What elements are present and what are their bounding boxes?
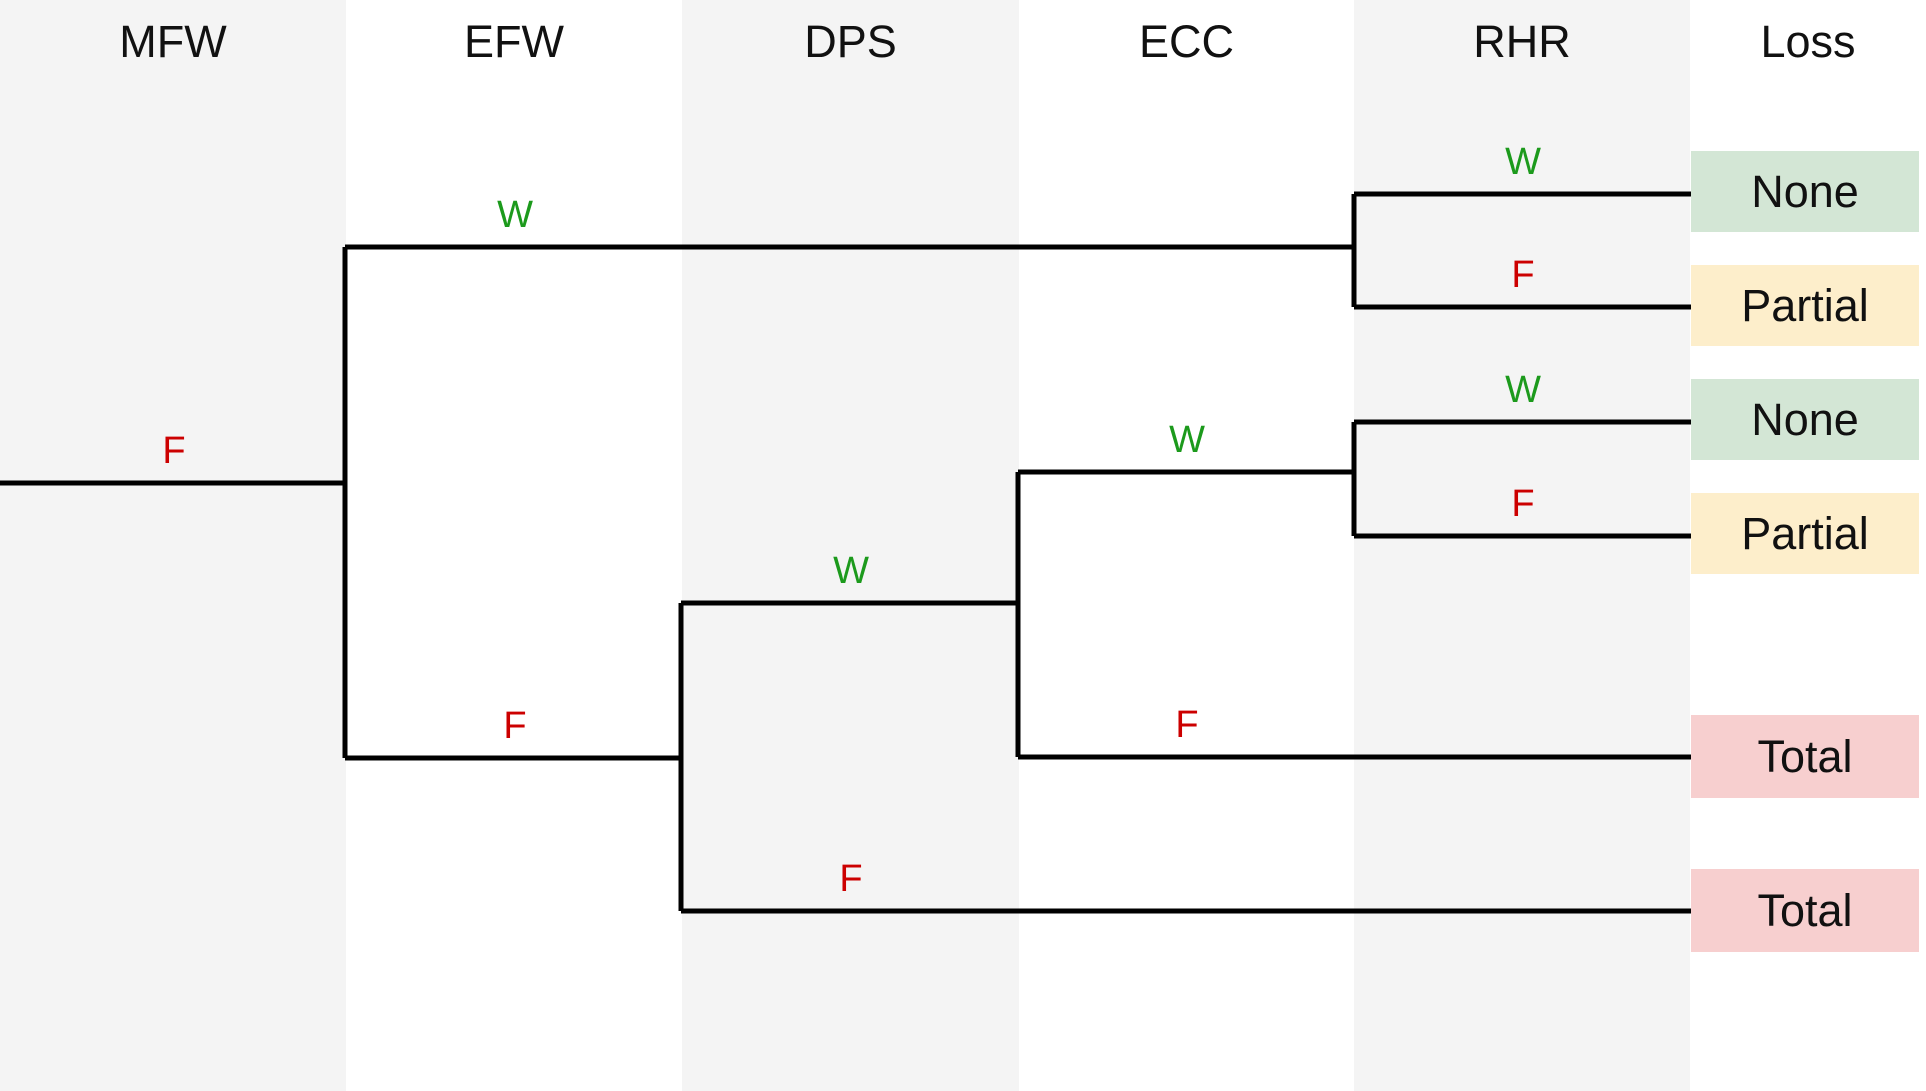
leaf-total-1: Total — [1691, 715, 1919, 798]
column-band-mfw — [0, 0, 346, 1091]
edge-label-rhr1-f: F — [1511, 254, 1535, 296]
leaf-total-2: Total — [1691, 869, 1919, 952]
edge-label-rhr2-w: W — [1505, 369, 1541, 411]
leaf-none-1: None — [1691, 151, 1919, 232]
edge-label-dps-f: F — [839, 858, 863, 900]
edge-label-dps-w: W — [833, 550, 869, 592]
column-header-ecc: ECC — [1138, 16, 1234, 67]
edge-label-efw-w: W — [497, 194, 533, 236]
edge-label-ecc-w: W — [1169, 419, 1205, 461]
column-header-efw: EFW — [464, 16, 564, 67]
edge-label-rhr1-w: W — [1505, 141, 1541, 183]
column-header-rhr: RHR — [1473, 16, 1571, 67]
column-header-loss: Loss — [1760, 16, 1856, 67]
edge-label-root-f: F — [162, 430, 186, 472]
edge-label-rhr2-f: F — [1511, 483, 1535, 525]
edge-label-ecc-f: F — [1175, 704, 1199, 746]
leaf-partial-1: Partial — [1691, 265, 1919, 346]
column-header-mfw: MFW — [119, 16, 227, 67]
leaf-partial-2: Partial — [1691, 493, 1919, 574]
column-header-dps: DPS — [804, 16, 897, 67]
leaf-none-2: None — [1691, 379, 1919, 460]
edge-label-efw-f: F — [503, 705, 527, 747]
